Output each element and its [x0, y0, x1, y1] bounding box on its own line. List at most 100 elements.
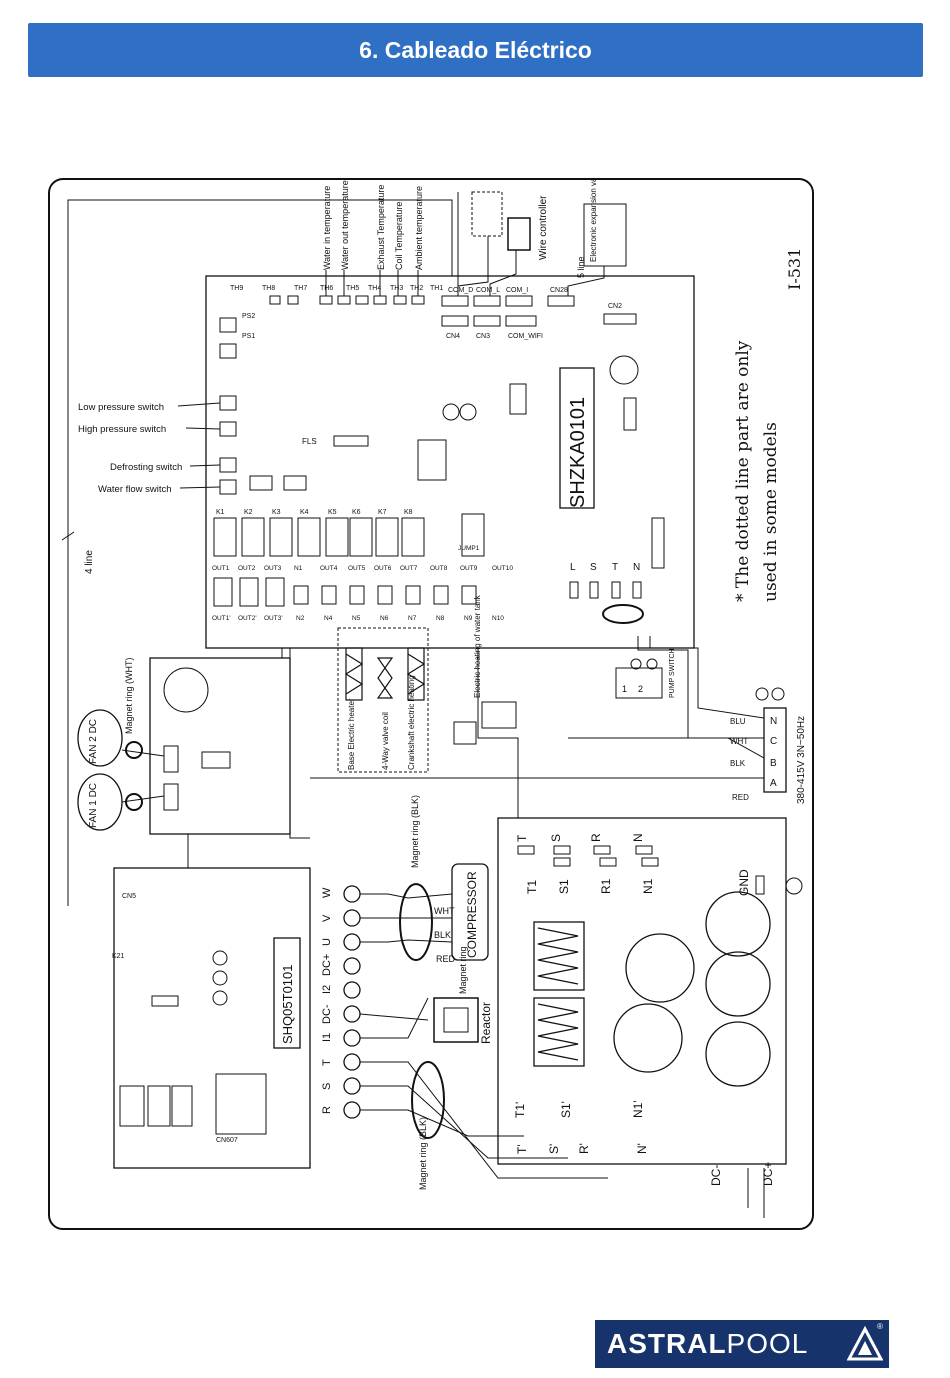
cn5-label: K21 — [112, 953, 125, 960]
ps-label: PS2 — [242, 313, 255, 320]
wire-controller-label: Wire controller — [538, 195, 549, 260]
sensor-port-label: TH9 — [230, 285, 243, 292]
logo-text: ASTRALPOOL — [607, 1320, 808, 1368]
output-label: N2 — [296, 615, 305, 622]
filter-terminal-label: N — [631, 833, 645, 842]
fls-label: FLS — [302, 437, 317, 446]
board-chip — [417, 439, 447, 481]
output-label: OUT4 — [320, 565, 338, 572]
output-label: OUT1 — [212, 565, 230, 572]
relay-label: K8 — [404, 509, 413, 516]
wiring-runs — [187, 636, 765, 1218]
output-label: OUT2' — [238, 615, 257, 622]
com-label: COM_D — [448, 287, 473, 294]
fan-connector-1 — [163, 783, 179, 811]
wire-color-label: RED — [732, 793, 749, 802]
output-label: N10 — [492, 615, 504, 622]
supply-terminal-labels: A B C N — [770, 716, 777, 789]
output-label: OUT3' — [264, 615, 283, 622]
base-heater-label: Base Electric heater — [347, 698, 356, 770]
output-label: OUT10 — [492, 565, 513, 572]
fls-connector — [333, 435, 369, 447]
lstn-labels: L S T N — [570, 562, 640, 573]
board-label-box — [559, 367, 595, 509]
main-board-model: SHZKA0101 — [567, 397, 589, 508]
sensor-leads — [325, 270, 419, 296]
drive-terminal-screws — [343, 885, 361, 1119]
sensor-port-label: TH6 — [320, 285, 333, 292]
magnet-ring-board — [602, 604, 644, 624]
lstn-pads — [569, 581, 642, 599]
com-port-pads — [441, 295, 637, 327]
filter-terminal-label: DC- — [709, 1165, 723, 1186]
switch-label: Low pressure switch — [78, 402, 164, 413]
five-line-label: 5 line — [576, 256, 586, 278]
output-label: N1 — [294, 565, 303, 572]
wiring-diagram: K1 K2 K3 K4 K5 K6 K7 K8 OUT1 OUT2 OUT3 N… — [48, 178, 816, 1232]
compressor-magnet-ring — [399, 883, 433, 961]
drive-terminal-label: V — [321, 914, 333, 922]
drive-terminal-label: DC- — [321, 1004, 333, 1024]
relay-label: K7 — [378, 509, 387, 516]
compressor-wire-colors: WHT BLK RED — [434, 906, 456, 964]
model-code: I-531 — [785, 248, 804, 290]
output-label: N4 — [324, 615, 333, 622]
diagram-frame — [48, 178, 814, 1230]
dip-switch — [249, 475, 273, 491]
switch-label: Water flow switch — [98, 484, 172, 495]
pump-terminal-2: 2 — [638, 684, 643, 694]
fan-2-magnet-ring — [125, 741, 143, 759]
filter-terminal-label: N1' — [631, 1100, 645, 1118]
input-magnet-ring — [411, 1061, 445, 1139]
filter-terminal-label: GND — [737, 869, 751, 896]
load-labels: Base Electric heater 4-Way valve coil Cr… — [347, 594, 482, 770]
section-title: 6. Cableado Eléctrico — [359, 37, 592, 63]
supply-terminal-label: N — [770, 716, 777, 727]
four-line-cable — [67, 199, 453, 906]
fan-1-magnet-ring — [125, 793, 143, 811]
water-tank-contact — [481, 701, 517, 729]
output-label: N8 — [436, 615, 445, 622]
com-label: CN2 — [608, 303, 622, 310]
drive-terminal-label: S — [321, 1083, 333, 1090]
sensor-label: Ambient temperature — [414, 186, 424, 270]
load-coils — [344, 647, 426, 701]
relay-group — [213, 513, 485, 557]
com-label: CN3 — [476, 333, 490, 340]
reactor-core — [433, 997, 479, 1043]
drive-terminal-label: I2 — [321, 985, 333, 994]
filter-terminal-label: R' — [577, 1143, 591, 1154]
wire-color-label: BLK — [730, 759, 746, 768]
wire-color-label: BLU — [730, 717, 746, 726]
output-label: OUT5 — [348, 565, 366, 572]
output-label: OUT7 — [400, 565, 418, 572]
controller-leads — [457, 192, 605, 296]
reactor-magnet-ring-label: Magnet ring — [458, 946, 468, 994]
drive-terminal-label: R — [321, 1106, 333, 1114]
com-label: CN4 — [446, 333, 460, 340]
com-label: CN28 — [550, 287, 568, 294]
com-label: COM_I — [506, 287, 528, 294]
sensor-port-label: TH2 — [410, 285, 423, 292]
com-label: COM_WIFI — [508, 333, 543, 340]
ps-label: PS1 — [242, 333, 255, 340]
relay-label: K1 — [216, 509, 225, 516]
drive-transformer — [215, 1073, 267, 1135]
filter-terminal-label: T' — [515, 1144, 529, 1154]
wire-color-label: BLK — [434, 930, 451, 940]
sensor-ports — [269, 295, 425, 305]
sensor-label: Exhaust Temperature — [376, 185, 386, 270]
sensor-label: Coil Temperature — [394, 202, 404, 270]
four-way-valve-label: 4-Way valve coil — [381, 712, 390, 770]
fan-1-label: FAN 1 DC — [88, 783, 99, 828]
sensor-label: Water in temperature — [322, 186, 332, 270]
section-header-bar: 6. Cableado Eléctrico — [28, 23, 923, 77]
filter-board — [497, 817, 787, 1165]
wire-color-label: WHT — [730, 737, 748, 746]
board-chip — [623, 397, 637, 431]
reactor-label: Reactor — [479, 1002, 493, 1044]
drive-component — [151, 995, 179, 1007]
drive-relay — [147, 1085, 171, 1127]
drive-terminal-label: W — [321, 887, 333, 898]
filter-terminal-label: T1' — [513, 1102, 527, 1118]
